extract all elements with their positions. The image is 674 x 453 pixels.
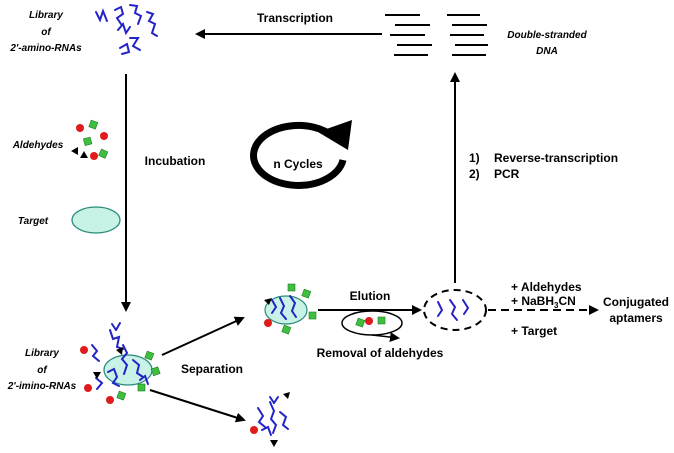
dsdna-label-line2: DNA [536,46,558,57]
dsdna-label-line1: Double-stranded [507,30,587,41]
cycle-arrow [250,121,347,189]
unbound-rna [250,392,290,447]
incubation-label: Incubation [145,154,206,168]
library-amino-line2: of [41,27,52,38]
library-amino-label: Library of 2'-amino-RNAs [9,10,82,54]
separation-arrow-down [149,389,246,423]
rna-strands-top [95,4,158,55]
rna-imino-complex [80,322,161,404]
library-imino-line2: of [37,365,48,376]
removed-aldehydes [355,316,386,328]
aldehydes-label: Aldehydes [12,140,64,151]
cycle-arrowhead [318,120,352,150]
aldehyde-symbols [71,119,109,160]
pcr-label: PCR [494,167,520,181]
n-cycles-label: n Cycles [273,157,323,171]
library-imino-line3: 2'-imino-RNAs [7,381,77,392]
library-amino-line1: Library [29,10,63,21]
elution-label: Elution [350,289,391,303]
bound-complex [264,283,317,335]
target-ellipse [71,206,121,234]
library-amino-line3: 2'-amino-RNAs [9,43,82,54]
removal-arrow [371,332,400,343]
conjugated-label-line1: Conjugated [603,295,669,309]
plus-nabh3cn-label: + NaBH3CN [511,294,576,310]
transcription-label: Transcription [257,11,333,25]
separation-label: Separation [181,362,243,376]
eluted-rna-strands [437,299,470,321]
removal-label: Removal of aldehydes [317,346,444,360]
eluted-pool [423,289,487,331]
plus-aldehydes-label: + Aldehydes [511,280,582,294]
rt-number: 1) [469,151,480,165]
target-label: Target [18,216,49,227]
conjugated-label-line2: aptamers [609,311,663,325]
rt-label: Reverse-transcription [494,151,618,165]
dsdna-lines [385,14,488,56]
plus-target-label: + Target [511,324,557,338]
pcr-number: 2) [469,167,480,181]
library-imino-line1: Library [25,348,59,359]
separation-arrow-up [161,316,245,356]
